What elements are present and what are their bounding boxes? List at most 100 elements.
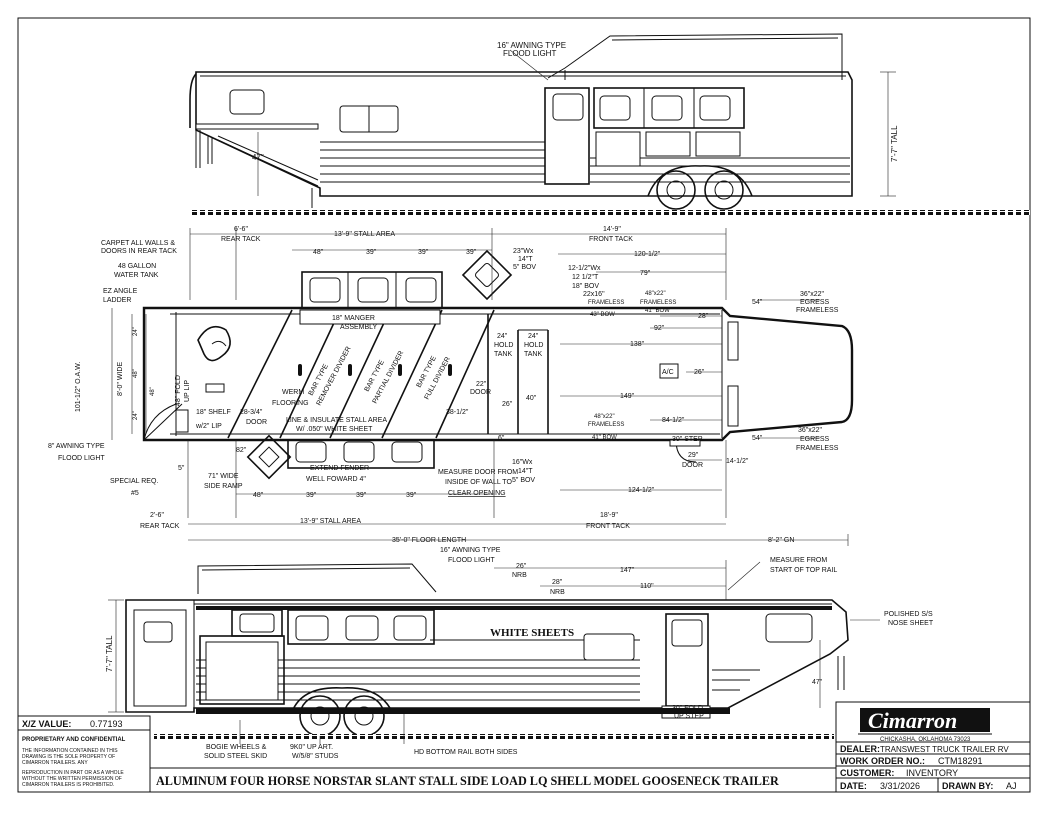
manger-label-2: ASSEMBLY	[340, 324, 378, 331]
dim-28: 28"	[698, 313, 709, 320]
awning-label-top-2: FLOOD LIGHT	[503, 49, 556, 58]
plan-view	[111, 228, 854, 546]
measure-door-3: CLEAR OPENING	[448, 490, 506, 497]
hold-tank-1: 24"	[497, 333, 508, 340]
hold-tank-1c: TANK	[494, 351, 512, 358]
dim-39-f: 39"	[406, 492, 417, 499]
dim-147: 147"	[620, 567, 635, 574]
door-label-inner: DOOR	[470, 389, 491, 396]
frameless-1b: FRAMELESS	[640, 300, 676, 306]
dim-48-top: 48"	[313, 249, 324, 256]
egress-top-c: FRAMELESS	[796, 307, 839, 314]
bov-2c: 18" BOV	[572, 283, 599, 290]
dim-149: 149"	[620, 393, 635, 400]
dim-124: 124-1/2"	[628, 487, 655, 494]
nrb-2: NRB	[550, 589, 565, 596]
gn-length: 8'-2" GN	[768, 537, 794, 544]
awning-label-top: 16" AWNING TYPE	[497, 41, 566, 50]
front-tack-top-dim: 14'-9"	[603, 226, 621, 233]
work-order-label: WORK ORDER NO.:	[840, 756, 925, 766]
width-oa: 101-1/2" O.A.W.	[75, 362, 82, 412]
bov-3b: 14"T	[518, 468, 533, 475]
height-label-top: 7'-7" TALL	[890, 125, 899, 162]
special-req: SPECIAL REQ.	[110, 478, 158, 485]
dim-39-d: 39"	[306, 492, 317, 499]
frameless-2b: 43" BOW	[590, 312, 615, 318]
frameless-1: 48"x22"	[645, 291, 666, 297]
dim-79: 79"	[640, 270, 651, 277]
dim-48l: 48"	[133, 369, 139, 378]
bov-1: 23"Wx	[513, 248, 534, 255]
dim-39-c: 39"	[466, 249, 477, 256]
dim-138: 138"	[630, 341, 645, 348]
notice-6: CIMARRON TRAILERS IS PROHIBITED.	[22, 782, 114, 788]
front-tack-bot-dim: 18'-9"	[600, 512, 618, 519]
date-label: DATE:	[840, 781, 867, 791]
hold-tank-2b: HOLD	[524, 342, 543, 349]
dealer-label: DEALER:	[840, 744, 880, 754]
dim-54-top: 54"	[752, 299, 763, 306]
egress-bot: 36"x22"	[798, 427, 823, 434]
water-tank-note: 48 GALLON	[118, 263, 156, 270]
dim-40: 40"	[526, 395, 537, 402]
fender-label: EXTEND FENDER	[310, 465, 369, 472]
ac-label: A/C	[662, 369, 674, 376]
line-insulate: LINE & INSULATE STALL AREA	[286, 417, 387, 424]
bogie-label-2: SOLID STEEL SKID	[204, 753, 267, 760]
axle-label: 9K0" UP ART.	[290, 744, 333, 751]
line-insulate-2: W/ .050" WHITE SHEET	[296, 426, 373, 433]
notice-4: REPRODUCTION IN PART OR AS A WHOLE	[22, 770, 124, 776]
werm-label-2: FLOORING	[272, 400, 309, 407]
awning-label-bot-2: FLOOD LIGHT	[448, 557, 495, 564]
dim-6: 6"	[498, 435, 505, 442]
dim-28-side: 28"	[552, 579, 563, 586]
awning-left-2: FLOOD LIGHT	[58, 455, 105, 462]
notice-2: DRAWING IS THE SOLE PROPERTY OF	[22, 754, 115, 760]
ramp-label-2: SIDE RAMP	[204, 483, 243, 490]
cimarron-logo: Cimarron	[868, 708, 957, 733]
width-inside: 8'-0" WIDE	[117, 362, 124, 396]
dim-54-bot: 54"	[752, 435, 763, 442]
nose-label: POLISHED S/S	[884, 611, 933, 618]
fold-step: 30" FOLD	[672, 705, 703, 712]
frameless-3b: FRAMELESS	[588, 422, 624, 428]
werm-label: WERM	[282, 389, 304, 396]
dim-26-door: 26"	[502, 401, 513, 408]
dim-14: 14-1/2"	[726, 458, 749, 465]
nose-label-2: NOSE SHEET	[888, 620, 934, 627]
measure-rail: MEASURE FROM	[770, 557, 827, 564]
nrb-1: NRB	[512, 572, 527, 579]
dim-82: 82"	[236, 447, 247, 454]
dim-47-bot: 47"	[812, 679, 823, 686]
location: CHICKASHA, OKLAHOMA 73023	[880, 737, 971, 743]
drawn-by-value: AJ	[1006, 781, 1017, 791]
egress-bot-c: FRAMELESS	[796, 445, 839, 452]
carpet-note: CARPET ALL WALLS &	[101, 240, 175, 247]
white-sheets-label: WHITE SHEETS	[490, 627, 574, 639]
lip-label-2: UP LIP	[184, 380, 191, 402]
title-block	[17, 701, 1031, 793]
bogie-label: BOGIE WHEELS &	[206, 744, 267, 751]
dim-26-ac: 26"	[694, 369, 705, 376]
bov-2b: 12 1/2"T	[572, 274, 599, 281]
step-label: 30" STEP	[672, 436, 703, 443]
xz-value: 0.77193	[90, 719, 123, 729]
bov-1c: 5" BOV	[513, 264, 536, 271]
door-28: 28-3/4"	[240, 409, 263, 416]
shelf-label: 18" SHELF	[196, 409, 231, 416]
date-value: 3/31/2026	[880, 781, 920, 791]
floor-length: 35'-0" FLOOR LENGTH	[392, 537, 466, 544]
frameless-1c: 41" BOW	[645, 308, 670, 314]
dim-38: 38-1/2"	[446, 409, 469, 416]
dim-92: 92"	[654, 325, 665, 332]
sheet-border	[17, 17, 1031, 793]
top-elevation-view	[189, 33, 1030, 215]
bov-2d: 22x16"	[583, 291, 605, 298]
rear-tack-top-label: REAR TACK	[221, 236, 261, 243]
notice-3: CIMARRON TRAILERS. ANY	[22, 760, 88, 766]
ramp-label: 71" WIDE	[208, 473, 239, 480]
ladder-note-2: LADDER	[103, 297, 131, 304]
rear-tack-bot-label: REAR TACK	[140, 523, 180, 530]
